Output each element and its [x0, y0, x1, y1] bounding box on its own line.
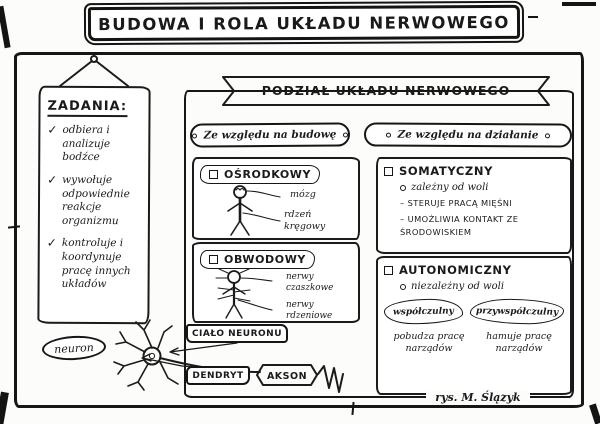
- function-heading: Ze względu na działanie: [397, 128, 539, 142]
- sympathetic-description: pobudza pracę narządów: [393, 331, 465, 355]
- axon-label-banner: AKSON: [256, 364, 318, 386]
- autonomic-branch-descriptions: pobudza pracę narządów hamuje pracę narz…: [384, 331, 564, 356]
- autonomic-section: AUTONOMICZNY niezależny od woli współczu…: [376, 256, 572, 395]
- outer-frame: [14, 52, 584, 408]
- parasympathetic-bubble: przywspółczulny: [469, 298, 565, 325]
- dot-icon: [343, 131, 349, 137]
- scan-artifact: [589, 403, 600, 424]
- peripheral-label-spinal: nerwy rdzeniowe: [286, 300, 333, 321]
- checkbox-icon: [209, 170, 218, 179]
- bullet-icon: [400, 184, 406, 191]
- task-text: odbiera i analizuje bodźce: [62, 123, 111, 164]
- dot-icon: [385, 132, 391, 138]
- check-icon: ✓: [47, 122, 58, 137]
- somatic-point: – STERUJE PRACĄ MIĘŚNI: [400, 197, 564, 209]
- central-figure-icon: [227, 185, 281, 236]
- division-banner-ribbon: PODZIAŁ UKŁADU NERWOWEGO: [222, 76, 550, 106]
- autonomic-branches: współczulny przywspółczulny: [383, 298, 565, 325]
- somatic-title: SOMATYCZNY: [399, 164, 494, 178]
- peripheral-section: OBWODOWY nerwy czaszkowe nerwy rdzeniowe: [192, 242, 360, 323]
- checkbox-icon: [384, 265, 393, 275]
- autonomic-subtitle: niezależny od woli: [411, 281, 505, 292]
- sketch-mark: [351, 401, 355, 416]
- scan-artifact: [0, 391, 9, 424]
- sketch-mark: [528, 16, 538, 18]
- division-banner-text: PODZIAŁ UKŁADU NERWOWEGO: [262, 83, 511, 98]
- dash-icon: –: [400, 198, 405, 208]
- task-text: kontroluje i koordynuje pracę innych ukł…: [61, 237, 131, 291]
- dendrite-label: DENDRYT: [186, 366, 250, 385]
- checkbox-icon: [209, 255, 218, 264]
- task-item: ✓ odbiera i analizuje bodźce: [47, 122, 142, 165]
- page-title-box: BUDOWA I ROLA UKŁADU NERWOWEGO: [83, 0, 525, 46]
- somatic-section: SOMATYCZNY zależny od woli – STERUJE PRA…: [376, 157, 572, 254]
- sympathetic-bubble: współczulny: [383, 298, 464, 325]
- tasks-heading: ZADANIA:: [47, 98, 127, 118]
- central-label-brain: mózg: [290, 189, 316, 200]
- sign-hanger-icon: [59, 55, 129, 87]
- peripheral-title: OBWODOWY: [224, 253, 306, 266]
- scan-artifact: [562, 2, 596, 6]
- task-item: ✓ kontroluje i koordynuje pracę innych u…: [46, 236, 142, 292]
- dash-icon: –: [400, 214, 405, 225]
- division-panel: [184, 90, 574, 398]
- check-icon: ✓: [47, 172, 58, 187]
- central-label-spinal-cord: rdzeń kręgowy: [284, 209, 326, 232]
- parasympathetic-description: hamuje pracę narządów: [486, 331, 552, 355]
- somatic-point-text: UMOŻLIWIA KONTAKT ZE ŚRODOWISKIEM: [400, 214, 519, 237]
- autonomic-title: AUTONOMICZNY: [399, 263, 512, 277]
- structure-heading: Ze względu na budowę: [203, 128, 337, 142]
- peripheral-figure-icon: [215, 268, 273, 319]
- somatic-subtitle: zależny od woli: [411, 182, 489, 193]
- dot-icon: [545, 132, 551, 138]
- check-icon: ✓: [46, 236, 57, 251]
- central-title: OŚRODKOWY: [224, 168, 312, 181]
- page-title: BUDOWA I ROLA UKŁADU NERWOWEGO: [98, 12, 510, 34]
- axon-label: AKSON: [267, 371, 307, 382]
- task-text: wywołuje odpowiednie reakcje organizmu: [61, 173, 130, 227]
- dot-icon: [191, 133, 197, 139]
- structure-heading-pill: Ze względu na budowę: [189, 122, 351, 148]
- cell-body-label: CIAŁO NEURONU: [186, 324, 288, 343]
- peripheral-label-cranial: nerwy czaszkowe: [286, 272, 334, 293]
- autonomic-subtitle-row: niezależny od woli: [400, 281, 564, 292]
- autonomic-title-row: AUTONOMICZNY: [384, 263, 564, 277]
- somatic-point-text: STERUJE PRACĄ MIĘŚNI: [407, 198, 513, 208]
- tasks-panel: ZADANIA: ✓ odbiera i analizuje bodźce ✓ …: [37, 85, 151, 325]
- function-heading-pill: Ze względu na działanie: [363, 122, 573, 148]
- scan-artifact: [0, 5, 11, 49]
- peripheral-title-box: OBWODOWY: [200, 250, 315, 269]
- central-title-box: OŚRODKOWY: [200, 165, 321, 184]
- somatic-subtitle-row: zależny od woli: [400, 182, 564, 193]
- task-item: ✓ wywołuje odpowiednie reakcje organizmu: [47, 172, 142, 229]
- checkbox-icon: [384, 166, 393, 176]
- somatic-title-row: SOMATYCZNY: [384, 164, 564, 178]
- central-section: OŚRODKOWY mózg rdzeń kręgowy: [192, 157, 360, 240]
- author-signature: rys. M. Ślązyk: [426, 391, 530, 407]
- somatic-point: – UMOŻLIWIA KONTAKT ZE ŚRODOWISKIEM: [400, 213, 558, 238]
- bullet-icon: [400, 283, 406, 290]
